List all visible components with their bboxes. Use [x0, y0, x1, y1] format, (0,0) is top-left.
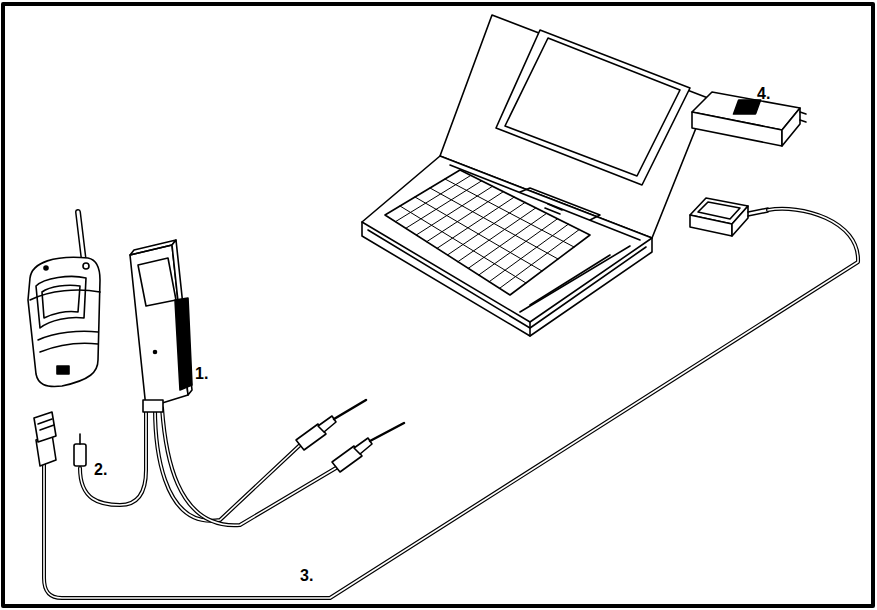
serial-adapter: [692, 92, 806, 146]
mobile-phone: [28, 212, 100, 387]
callout-number: 1.: [195, 366, 208, 382]
audio-plug: [296, 400, 366, 450]
laptop: [362, 15, 708, 336]
audio-plug: [332, 423, 404, 472]
data-card-modem: [130, 240, 192, 412]
phone-connector: [34, 412, 56, 466]
dc-plug: [74, 434, 86, 466]
serial-connector: [690, 198, 768, 236]
callout-number: 2.: [94, 462, 107, 478]
frame: [3, 4, 873, 606]
callout-number: 3.: [300, 568, 313, 584]
callout-number: 4.: [757, 86, 770, 102]
